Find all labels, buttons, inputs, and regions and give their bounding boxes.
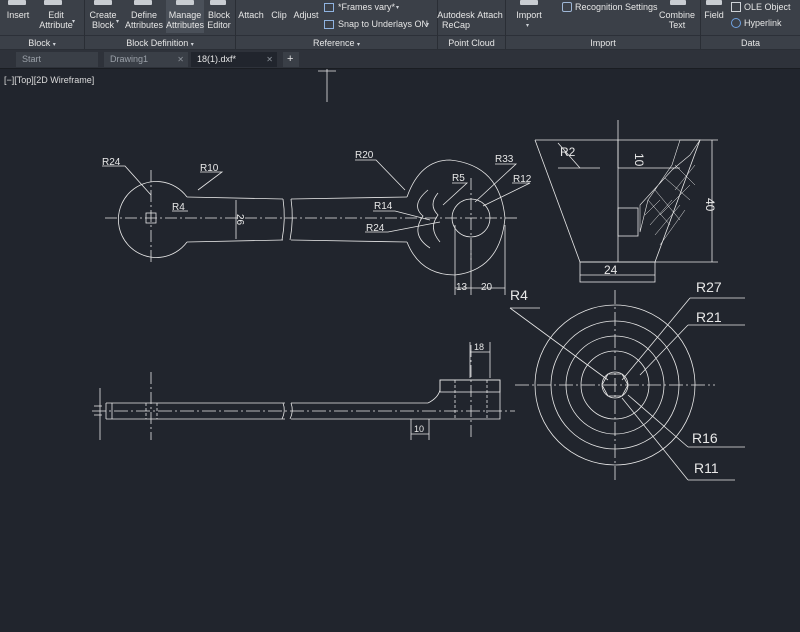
- block-editor-line2: Editor: [205, 20, 233, 30]
- ole-object-button[interactable]: OLE Object: [744, 2, 791, 12]
- define-attributes-line1: Define: [124, 10, 164, 20]
- tab-active-label: 18(1).dxf*: [197, 54, 236, 64]
- create-block-dropdown-icon[interactable]: ▾: [116, 18, 119, 25]
- create-block-icon: [94, 0, 112, 5]
- tab-start[interactable]: Start: [16, 52, 98, 67]
- recap-line1: Autodesk: [437, 10, 475, 20]
- field-icon: [706, 0, 722, 5]
- viewport-controls[interactable]: [−][Top][2D Wireframe]: [4, 75, 94, 85]
- hyperlink-icon: [731, 18, 741, 28]
- autodesk-recap-button[interactable]: Autodesk ReCap: [437, 10, 475, 30]
- create-block-line2: Block: [86, 20, 120, 30]
- manage-attributes-button[interactable]: Manage Attributes: [166, 10, 204, 30]
- insert-icon: [8, 0, 26, 5]
- new-tab-button[interactable]: +: [283, 52, 299, 67]
- drawing-canvas[interactable]: [0, 69, 800, 632]
- tab-active-drawing[interactable]: 18(1).dxf* ✕: [191, 52, 277, 67]
- import-icon: [520, 0, 538, 5]
- edit-attribute-line1: Edit: [36, 10, 76, 20]
- snap-icon: [324, 20, 334, 29]
- manage-attributes-icon: [176, 0, 194, 5]
- group-block[interactable]: Block ▾: [0, 35, 84, 50]
- block-editor-button[interactable]: Block Editor: [205, 10, 233, 30]
- group-block-label: Block: [28, 38, 50, 48]
- edit-attribute-icon: [44, 0, 62, 5]
- recap-line2: ReCap: [437, 20, 475, 30]
- manage-attributes-line2: Attributes: [166, 20, 204, 30]
- group-data: Data: [701, 35, 800, 50]
- frames-vary-chevron-icon[interactable]: ▾: [396, 4, 399, 11]
- combine-text-line2: Text: [656, 20, 698, 30]
- recognition-settings-button[interactable]: Recognition Settings: [575, 2, 658, 12]
- snap-chevron-icon[interactable]: ▾: [426, 21, 429, 28]
- frames-vary-dropdown[interactable]: *Frames vary*: [338, 2, 395, 12]
- group-import: Import: [506, 35, 700, 50]
- group-block-definition[interactable]: Block Definition ▾: [85, 35, 235, 50]
- edit-attribute-line2: Attribute: [36, 20, 76, 30]
- manage-attributes-line1: Manage: [166, 10, 204, 20]
- group-block-definition-label: Block Definition: [126, 38, 188, 48]
- group-data-label: Data: [741, 38, 760, 48]
- group-point-cloud: Point Cloud: [438, 35, 505, 50]
- edit-attribute-button[interactable]: Edit Attribute: [36, 10, 76, 30]
- snap-underlays-dropdown[interactable]: Snap to Underlays ON: [338, 19, 428, 29]
- frames-icon: [324, 3, 334, 12]
- define-attributes-icon: [134, 0, 152, 5]
- tab-start-label: Start: [22, 54, 41, 64]
- tab-drawing1-label: Drawing1: [110, 54, 148, 64]
- group-point-cloud-label: Point Cloud: [448, 38, 495, 48]
- tab-drawing1[interactable]: Drawing1 ✕: [104, 52, 188, 67]
- group-reference-label: Reference: [313, 38, 355, 48]
- hyperlink-button[interactable]: Hyperlink: [744, 18, 782, 28]
- clip-button[interactable]: Clip: [268, 10, 290, 20]
- block-editor-line1: Block: [205, 10, 233, 20]
- combine-text-line1: Combine: [656, 10, 698, 20]
- ribbon: Insert Edit Attribute ▾ Create Block ▾ D…: [0, 0, 800, 50]
- field-button[interactable]: Field: [702, 10, 726, 20]
- attach-button[interactable]: Attach: [236, 10, 266, 20]
- combine-text-button[interactable]: Combine Text: [656, 10, 698, 30]
- define-attributes-line2: Attributes: [124, 20, 164, 30]
- insert-button[interactable]: Insert: [4, 10, 32, 20]
- define-attributes-button[interactable]: Define Attributes: [124, 10, 164, 30]
- group-import-label: Import: [590, 38, 616, 48]
- create-block-line1: Create: [86, 10, 120, 20]
- recognition-icon: [562, 2, 572, 12]
- block-editor-icon: [210, 0, 226, 5]
- adjust-button[interactable]: Adjust: [291, 10, 321, 20]
- edit-attribute-dropdown-icon[interactable]: ▾: [72, 18, 75, 25]
- import-button[interactable]: Import: [512, 10, 546, 20]
- document-tab-bar: Start Drawing1 ✕ 18(1).dxf* ✕ +: [0, 50, 800, 69]
- close-icon[interactable]: ✕: [266, 52, 273, 67]
- combine-text-icon: [670, 0, 686, 5]
- attach-point-cloud-button[interactable]: Attach: [476, 10, 504, 20]
- import-dropdown-icon[interactable]: ▾: [526, 22, 529, 29]
- ole-object-icon: [731, 2, 741, 12]
- create-block-button[interactable]: Create Block: [86, 10, 120, 30]
- close-icon[interactable]: ✕: [177, 52, 184, 67]
- group-reference[interactable]: Reference ▾: [236, 35, 437, 50]
